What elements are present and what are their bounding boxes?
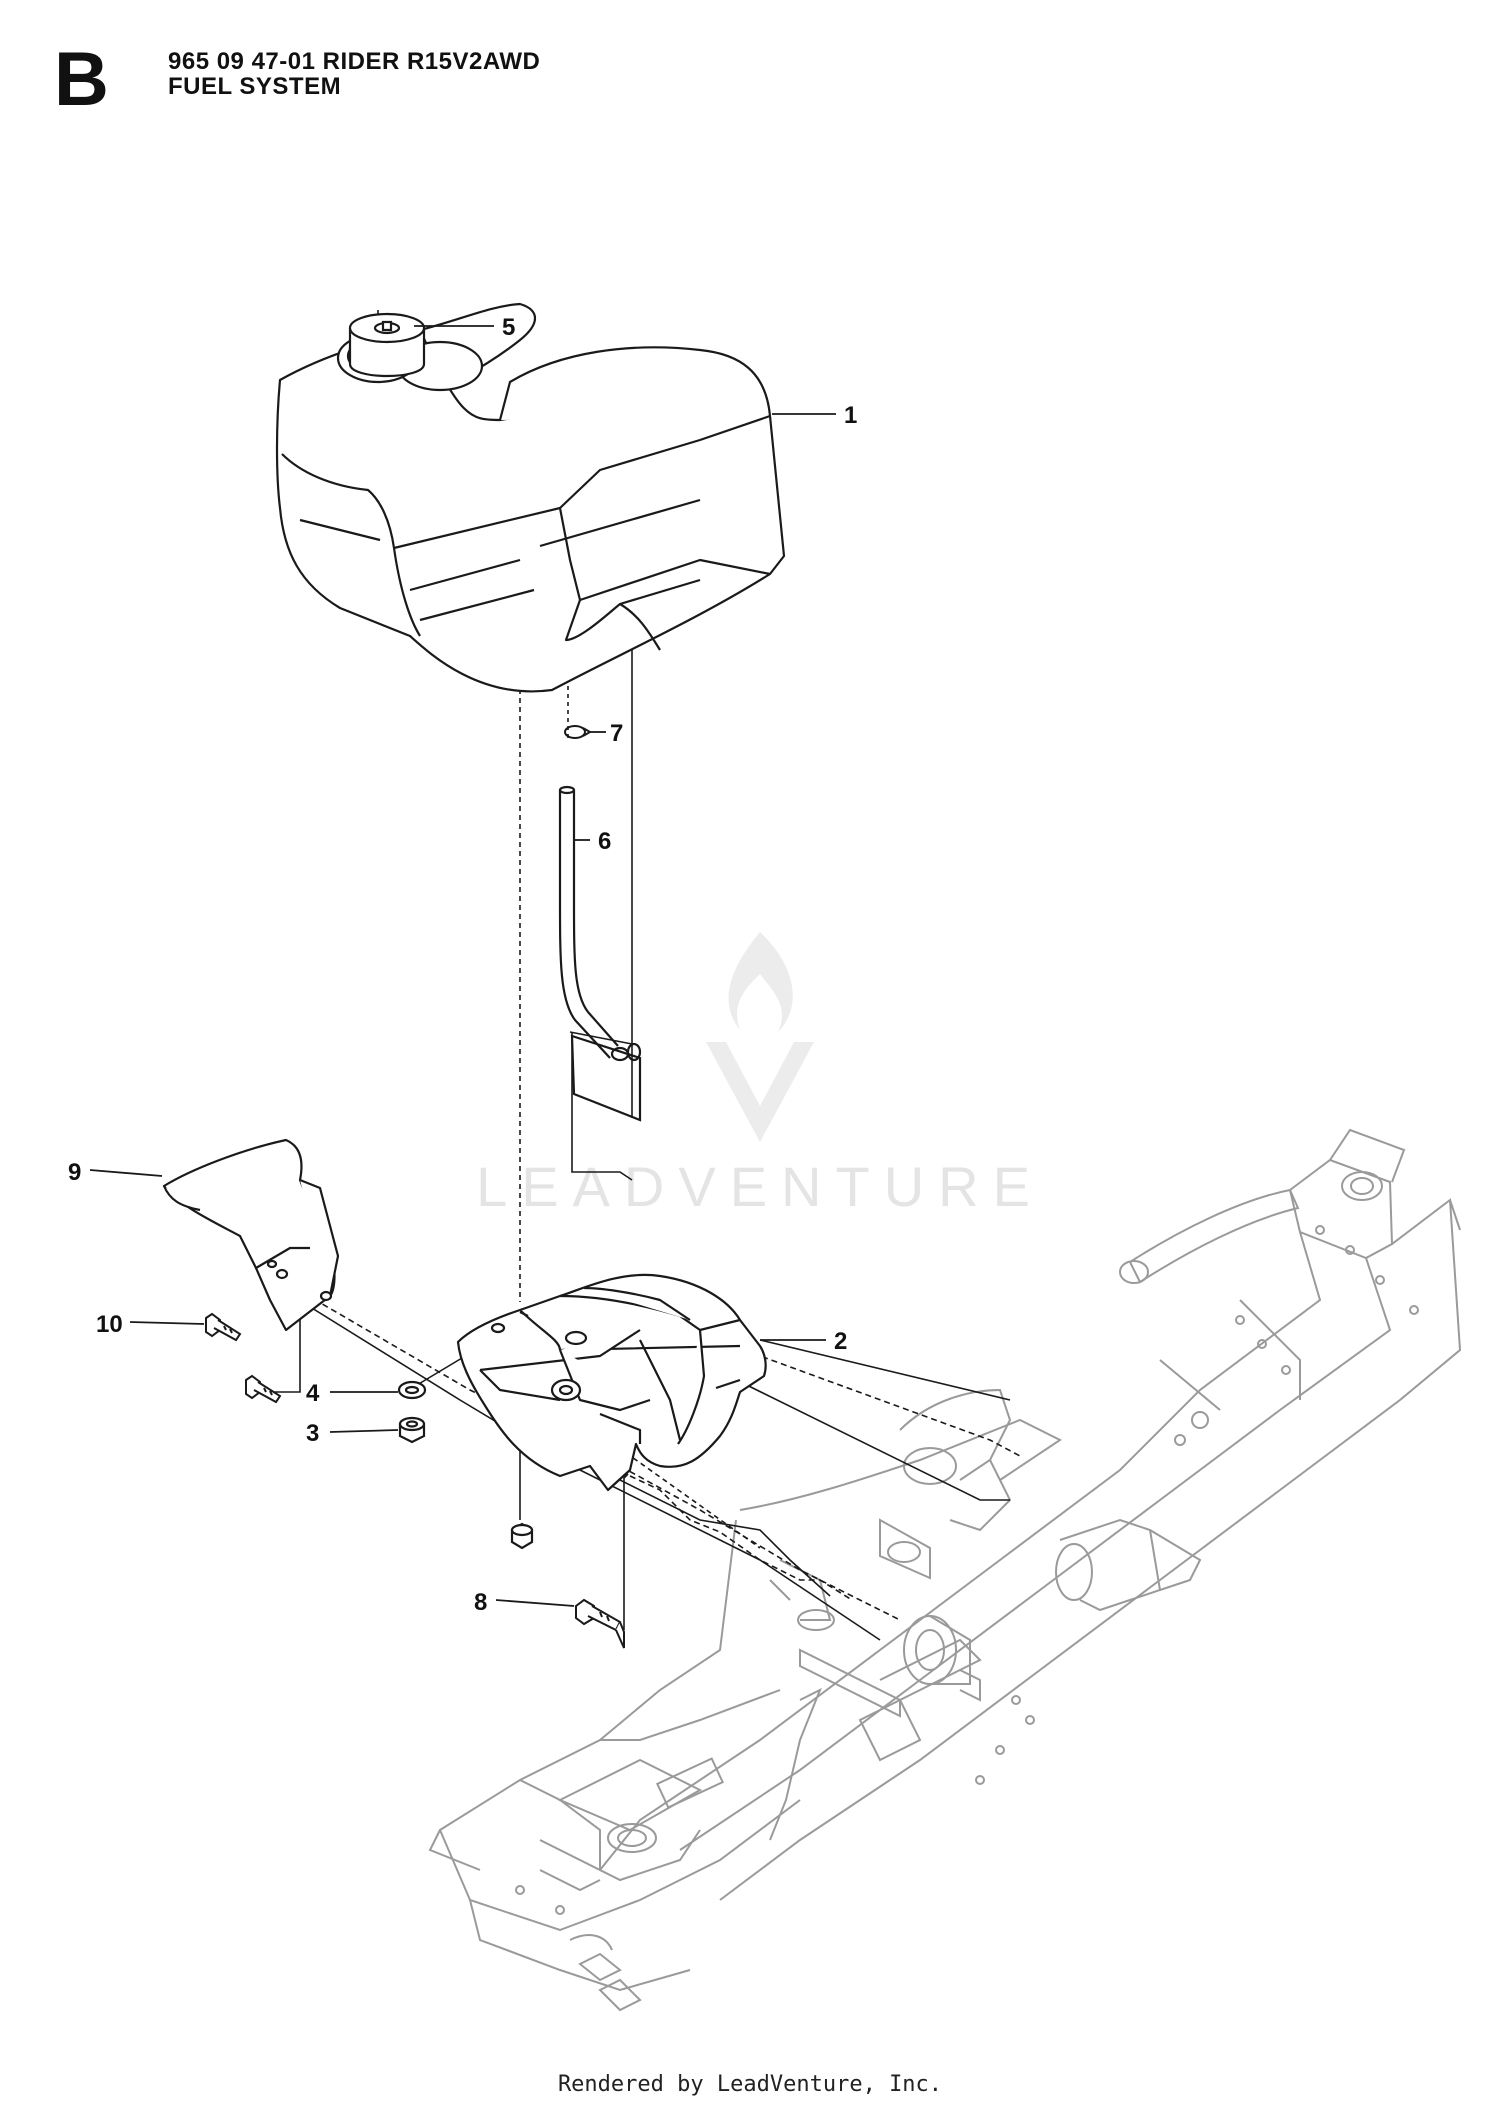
v-mark [706,1042,814,1142]
hose-clamp-top [564,725,593,739]
washer [397,1380,427,1400]
screw-10b [245,1374,282,1404]
footer-credit: Rendered by LeadVenture, Inc. [557,2072,943,2097]
model-line: 965 09 47-01 RIDER R15V2AWD [168,48,541,75]
exploded-parts-diagram: LEADVENTURE [68,302,1462,2012]
fuel-hose [558,785,642,1122]
callout-leaders [89,325,836,1607]
fuel-cap [348,312,426,378]
nut [398,1416,426,1444]
tank-tray [456,1273,767,1492]
section-letter: B [54,37,109,122]
callout-labels: 5 1 7 6 9 10 2 4 3 8 [68,314,857,1616]
chassis-frame [428,1128,1462,2012]
callout-8: 8 [474,1589,487,1616]
watermark-text: LEADVENTURE [476,1155,1044,1218]
flame-v-logo [728,932,793,1032]
callout-10: 10 [96,1311,123,1338]
watermark: LEADVENTURE [476,932,1044,1218]
callout-4: 4 [306,1380,320,1407]
callout-2: 2 [834,1328,847,1355]
screw-10a [205,1312,242,1342]
nut-2 [510,1522,534,1550]
section-title: FUEL SYSTEM [168,73,342,100]
callout-5: 5 [502,314,515,341]
callout-9: 9 [68,1159,81,1186]
screw-8 [575,1598,625,1649]
heat-shield [162,1138,340,1332]
callout-7: 7 [610,720,623,747]
callout-3: 3 [306,1420,319,1447]
callout-1: 1 [844,402,857,429]
callout-6: 6 [598,828,611,855]
